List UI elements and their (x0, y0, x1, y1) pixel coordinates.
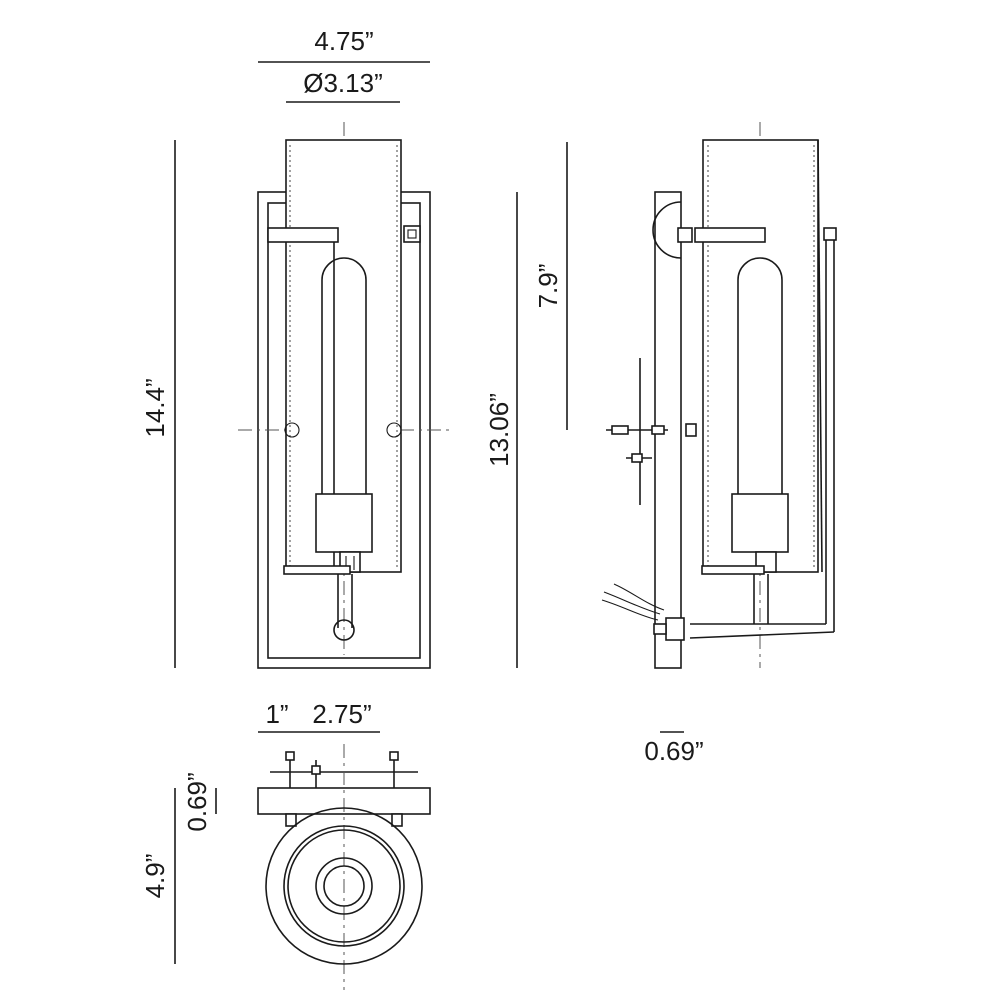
front-mount-hole-right (386, 422, 402, 438)
side-bottom-nut (653, 623, 667, 635)
overall-height-label: 14.4” (140, 378, 170, 437)
upper-height-label: 7.9” (533, 264, 563, 309)
side-wire-c (613, 583, 665, 611)
side-screw-head (611, 425, 629, 435)
front-bulb (321, 257, 367, 494)
bottom-shade-ring (283, 825, 405, 947)
front-side-bracket (403, 225, 421, 243)
side-shade-edge (817, 139, 823, 573)
side-bulb (737, 257, 783, 494)
bottom-shade-inner-ring (287, 829, 401, 943)
bottom-outer-ring (265, 807, 423, 965)
side-view: 0.69” (601, 122, 837, 766)
front-bracket-screw (407, 229, 417, 239)
backplate-height-label: 13.06” (484, 393, 514, 467)
side-plate-boss (685, 423, 697, 437)
top-dimensions: 4.75” Ø3.13” (258, 26, 430, 103)
side-top-bracket (823, 227, 837, 241)
side-screw-nut (651, 425, 665, 435)
bottom-arm-right (391, 813, 403, 827)
side-arm-bottom-outer (689, 631, 835, 639)
side-lower-screw-head (631, 453, 643, 463)
bottom-socket-ring (315, 857, 373, 915)
side-wire-b (601, 599, 659, 621)
bottom-screw-right-head (389, 751, 399, 761)
bottom-ground-screw-head (311, 765, 321, 775)
side-upper-crossbar (694, 227, 766, 243)
extension-label: 4.9” (140, 854, 170, 899)
front-mount-hole-left (284, 422, 300, 438)
middle-dimensions: 13.06” 7.9” (484, 142, 568, 668)
front-upper-crossbar (267, 227, 339, 243)
shade-diameter-label: Ø3.13” (303, 68, 383, 98)
front-bottom-ring (283, 565, 351, 575)
bottom-socket-inner (323, 865, 365, 907)
side-wire-a (603, 591, 661, 615)
front-mount-circle (333, 619, 355, 641)
overall-width-label: 4.75” (314, 26, 373, 56)
bottom-view: 1” 2.75” 0.69” 4.9” (140, 699, 431, 990)
front-view: 14.4” (140, 122, 450, 669)
side-socket (731, 493, 789, 553)
side-top-nut (677, 227, 693, 243)
base-offset-label: 1” (265, 699, 288, 729)
bottom-arm-left (285, 813, 297, 827)
bottom-screw-left-head (285, 751, 295, 761)
side-projection-label: 0.69” (644, 736, 703, 766)
side-bottom-fitting (665, 617, 685, 641)
side-bottom-ring (701, 565, 765, 575)
front-socket (315, 493, 373, 553)
base-spacing-label: 2.75” (312, 699, 371, 729)
side-top-cap (652, 201, 682, 259)
base-depth-label: 0.69” (182, 772, 212, 831)
